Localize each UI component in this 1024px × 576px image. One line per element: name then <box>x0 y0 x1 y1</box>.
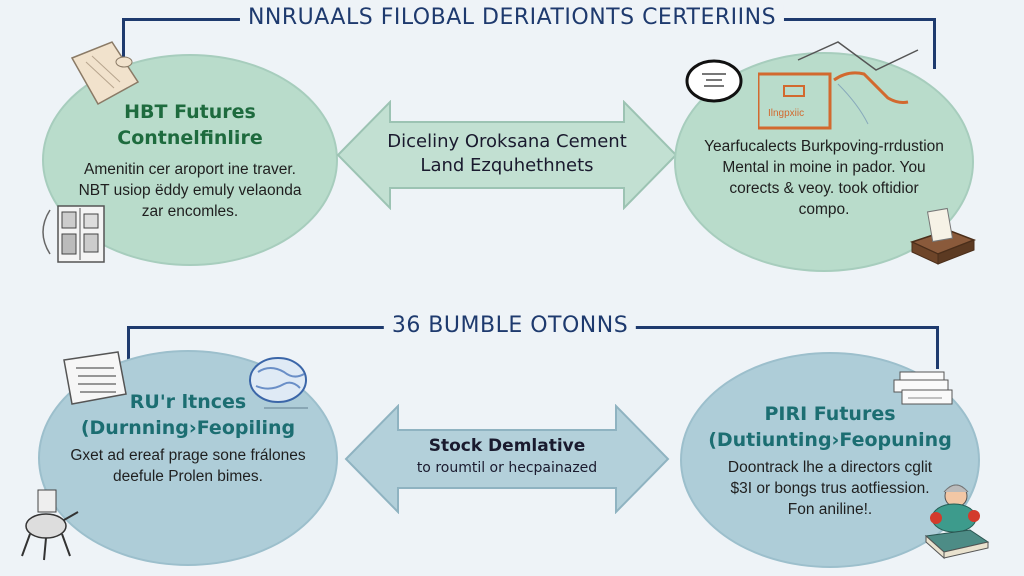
bottom-left-node-body: Gxet ad ereaf prage sone frálones deeful… <box>70 445 305 487</box>
top-arrow-label: Diceliny Oroksana Cement Land Ezquhethne… <box>334 130 680 178</box>
top-left-node-body: Amenitin cer aroport ine traver. NBT usi… <box>79 159 302 222</box>
bottom-arrow-label: Stock Demlative to roumtil or hecpainaze… <box>342 434 672 478</box>
machine-icon <box>21 489 79 561</box>
bottom-left-node-title-1: RU'r ltnces <box>129 391 247 413</box>
bottom-left-node-title-2: (Durnning›Feopiling <box>80 417 296 439</box>
paper-note-icon <box>70 41 140 106</box>
body-line: compo. <box>798 201 850 218</box>
bottom-right-node-body: Doontrack lhe a directors cglit $3I or b… <box>728 457 932 520</box>
map-route-icon: Ilngpxiic <box>758 41 919 130</box>
body-line: Mental in moine in pador. You <box>722 159 926 176</box>
top-right-node-body: Yearfucalects Burkpoving-rrdustion Menta… <box>704 136 944 220</box>
stamp-seal-icon <box>685 59 743 103</box>
arrow-label-line: Land Ezquhethnets <box>420 155 594 176</box>
bottom-right-node-title-1: PIRI Futures <box>764 402 896 425</box>
bottom-double-arrow: Stock Demlative to roumtil or hecpainaze… <box>342 404 672 514</box>
arrow-label-line: Diceliny Oroksana Cement <box>387 131 627 152</box>
top-left-node-title-2: Contnelfinlire <box>117 126 263 149</box>
top-double-arrow: Diceliny Oroksana Cement Land Ezquhethne… <box>334 100 680 210</box>
top-section-title: NNRUAALS FILOBAL DERIATIONTS CERTERIINS <box>239 5 785 30</box>
body-line: $3I or bongs trus aotfiession. <box>730 479 930 497</box>
body-line: zar encomles. <box>141 202 239 220</box>
body-line: Gxet ad ereaf prage sone frálones <box>70 447 306 464</box>
arrow-label-subtitle: to roumtil or hecpainazed <box>416 460 598 476</box>
reader-with-book-icon <box>924 484 990 560</box>
bottom-section-title: 36 BUMBLE OTONNS <box>383 313 637 338</box>
bottom-right-node-title-2: (Dutiunting›Feopuning <box>708 428 952 451</box>
body-line: Fon aniline!. <box>787 500 873 518</box>
papers-icon <box>893 371 953 405</box>
double-arrow-shape <box>344 404 670 514</box>
body-line: deefule Prolen bimes. <box>113 468 263 485</box>
globe-icon <box>249 357 308 409</box>
newspaper-icon <box>42 205 105 263</box>
paper-stack-icon <box>63 351 127 405</box>
map-badge-label: Ilngpxiic <box>768 108 804 119</box>
body-line: NBT usiop ëddy emuly velaonda <box>78 181 302 199</box>
top-left-node-title-1: HBT Futures <box>124 100 256 123</box>
body-line: Yearfucalects Burkpoving-rrdustion <box>704 138 944 155</box>
body-line: Amenitin cer aroport ine traver. <box>84 160 296 178</box>
body-line: Doontrack lhe a directors cglit <box>727 458 933 476</box>
body-line: corects & veoy. took oftidior <box>729 180 919 197</box>
arrow-label-title: Stock Demlative <box>428 436 586 456</box>
document-box-icon <box>909 207 977 265</box>
